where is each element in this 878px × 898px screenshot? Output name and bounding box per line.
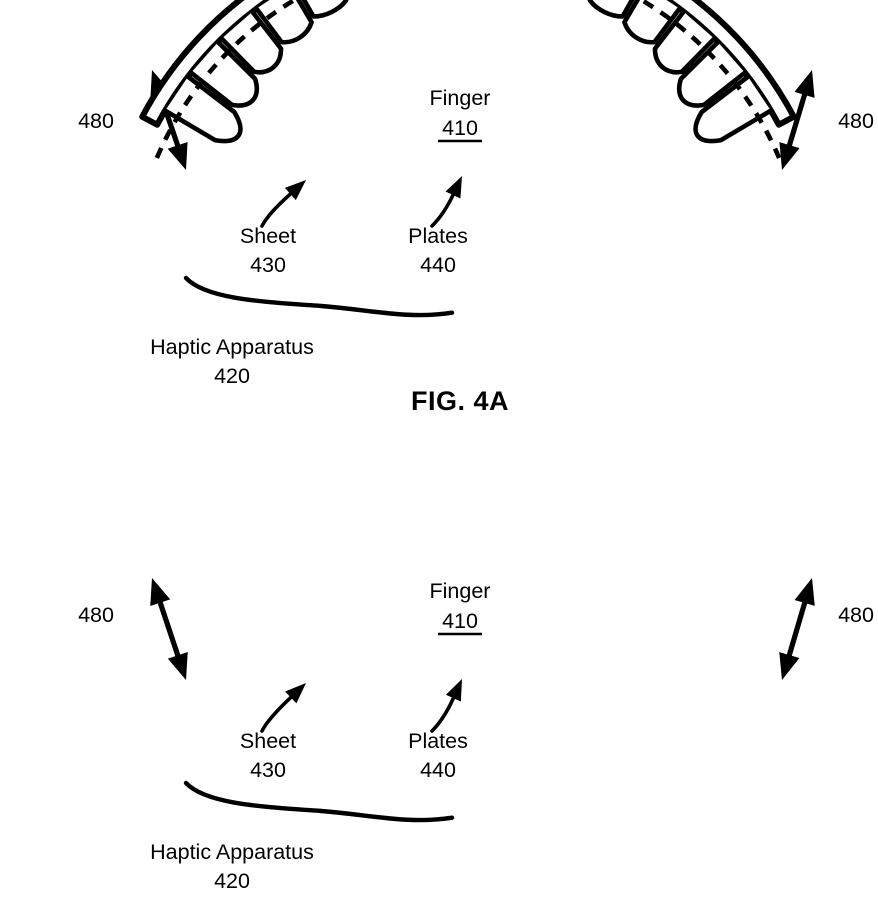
haptic-apparatus-4b — [139, 0, 797, 159]
motion-arrow-right-head-2 — [779, 142, 800, 170]
apparatus-brace — [183, 275, 455, 318]
plate — [254, 0, 314, 45]
sheet-leader-4b — [260, 683, 306, 733]
plates-number-4b: 440 — [420, 758, 456, 782]
plate — [622, 0, 682, 45]
motion-arrow-right-4a — [779, 70, 815, 170]
plate — [219, 9, 284, 75]
plates-label-4a: Plates — [408, 224, 468, 248]
finger-number-4a: 410 — [442, 116, 478, 140]
haptic-apparatus-label-4b: Haptic Apparatus — [150, 840, 314, 864]
motion-arrow-right-head-1 — [794, 70, 815, 98]
figure-4a: 480 480 Finger 410 Sheet 430 Plates 440 … — [78, 70, 874, 416]
apparatus-brace — [183, 780, 455, 823]
sheet-band — [139, 0, 797, 128]
motion-number-left-4a: 480 — [78, 109, 114, 133]
motion-arrow-right-shaft — [785, 597, 809, 661]
finger-label-4b: Finger — [430, 579, 491, 603]
apparatus-brace-4a — [183, 275, 455, 318]
motion-arrow-left-shaft — [156, 597, 182, 661]
plate — [301, 0, 349, 19]
plate — [587, 0, 635, 19]
sheet-leader-4a — [260, 180, 306, 228]
haptic-apparatus-number-4a: 420 — [214, 364, 250, 388]
finger-contour-dashed — [154, 0, 782, 159]
motion-arrow-right-shaft — [785, 89, 809, 151]
plate — [693, 74, 774, 144]
sheet-number-4a: 430 — [250, 253, 286, 277]
motion-number-right-4a: 480 — [838, 109, 874, 133]
figure-caption-4a: FIG. 4A — [411, 386, 509, 416]
sheet-leader-line — [260, 695, 293, 733]
plates-leader-arrowhead — [445, 176, 462, 199]
sheet-label-4a: Sheet — [240, 224, 296, 248]
apparatus-brace-4b — [183, 780, 455, 823]
motion-arrow-left-4b — [150, 578, 188, 680]
sheet-leader-arrowhead — [285, 683, 306, 704]
plate — [652, 9, 717, 75]
finger-label-4a: Finger — [430, 86, 491, 110]
motion-number-right-4b: 480 — [838, 603, 874, 627]
motion-number-left-4b: 480 — [78, 603, 114, 627]
haptic-apparatus-label-4a: Haptic Apparatus — [150, 335, 314, 359]
motion-arrow-right-4b — [779, 578, 815, 680]
plates-leader-4a — [430, 176, 462, 228]
sheet-label-4b: Sheet — [240, 729, 296, 753]
plate — [162, 74, 243, 144]
plates-leader-arrowhead — [445, 679, 462, 702]
plates-number-4a: 440 — [420, 253, 456, 277]
motion-arrow-left-head-1 — [150, 578, 171, 606]
sheet-number-4b: 430 — [250, 758, 286, 782]
figure-4b: 480 480 Finger 410 Sheet 430 Plates 440 … — [78, 0, 874, 893]
plates-leader-line — [430, 193, 455, 228]
plate — [677, 39, 748, 108]
sheet-leader-arrowhead — [284, 180, 306, 201]
plates-label-4b: Plates — [408, 729, 468, 753]
haptic-apparatus-number-4b: 420 — [214, 869, 250, 893]
motion-arrow-left-head-2 — [167, 142, 188, 170]
plates-leader-4b — [430, 679, 462, 733]
sheet-leader-line — [260, 192, 293, 228]
motion-arrow-left-head-2 — [167, 652, 188, 680]
finger-number-4b: 410 — [442, 609, 478, 633]
plate — [188, 39, 259, 108]
plates-leader-line — [430, 696, 456, 733]
motion-arrow-right-head-2 — [779, 652, 800, 680]
motion-arrow-right-head-1 — [794, 578, 815, 606]
